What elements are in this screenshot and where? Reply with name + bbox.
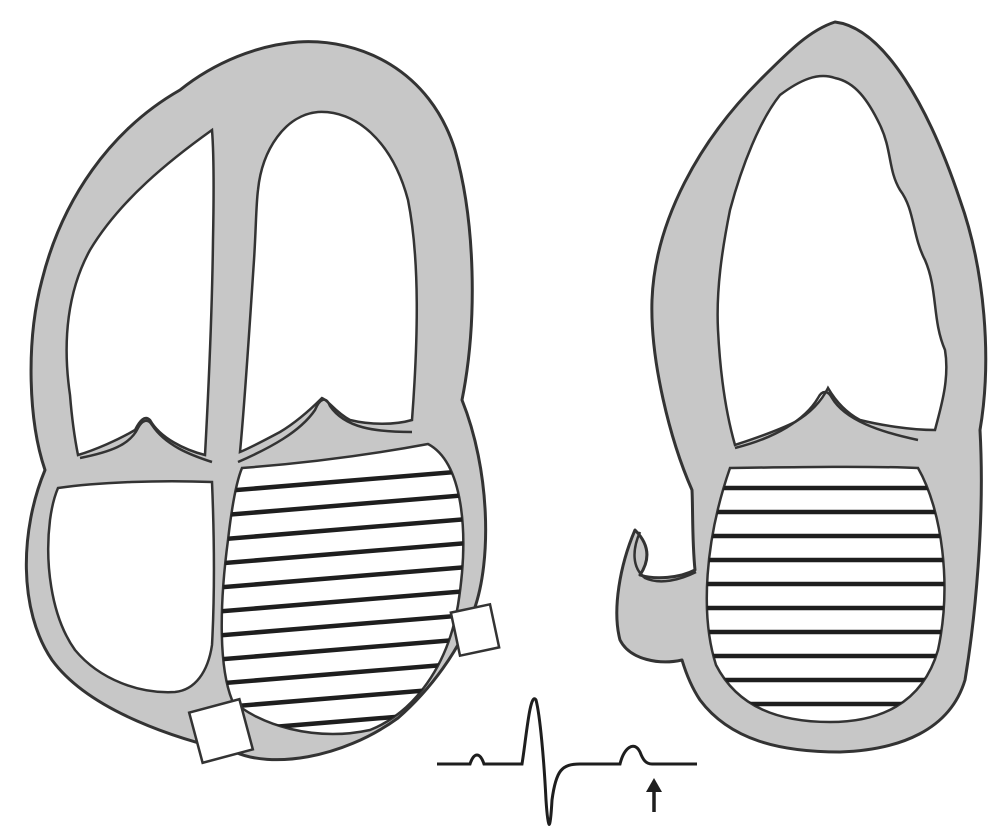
ecg-waveform (437, 699, 697, 825)
left-heart (26, 42, 499, 763)
left-heart-marker-right (451, 604, 499, 655)
right-heart (617, 22, 986, 752)
arrow-up-icon (646, 778, 662, 812)
ecg-trace (437, 699, 697, 825)
right-heart-lower-chamber (707, 467, 945, 722)
